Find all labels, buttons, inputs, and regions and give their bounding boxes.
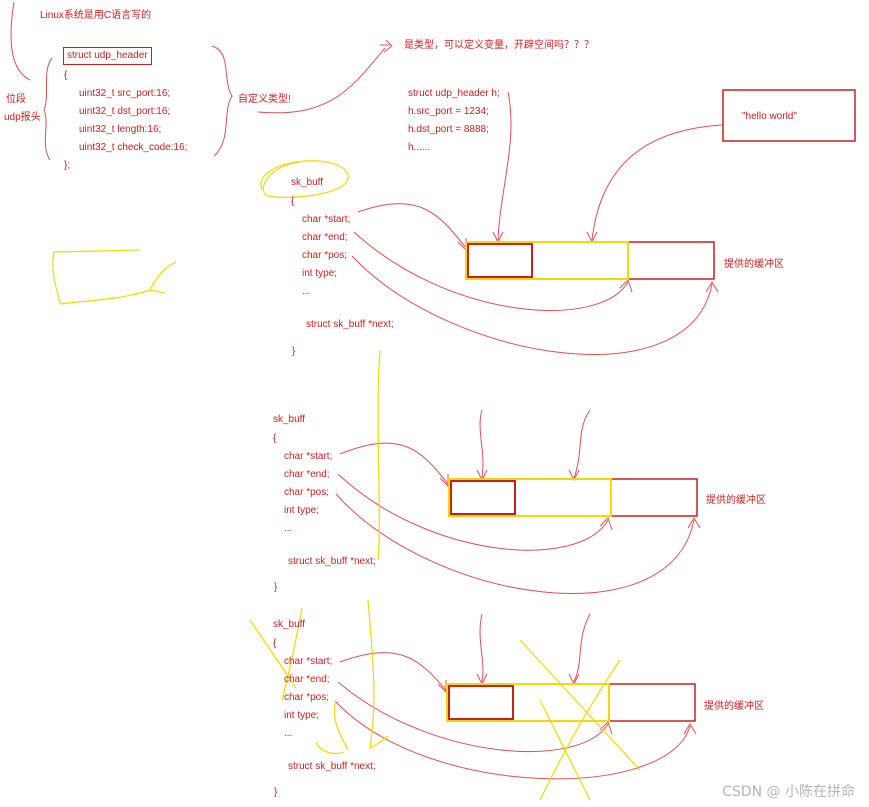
skbuff-3-close: } [274,787,278,798]
usage-line-4: h...... [408,142,431,153]
skbuff-1-start: char *start; [302,214,351,225]
udp-header-note: udp报头 [4,112,41,123]
buffer-2 [448,478,698,517]
hello-world-box [722,89,856,142]
skbuff-3-end: char *end; [284,674,330,685]
skbuff-2-start: char *start; [284,451,333,462]
skbuff-3-pos: char *pos; [284,692,330,703]
udp-field-check-code: uint32_t check_code:16; [79,142,188,153]
buffer-1 [465,241,715,280]
yellow-box-scribble [52,249,177,305]
skbuff-1-next: struct sk_buff *next; [306,319,394,330]
usage-line-2: h.src_port = 1234; [408,106,489,117]
skbuff-1-close: } [292,346,296,357]
buffer-3 [446,683,696,722]
skbuff-2-name: sk_buff [273,414,306,425]
question-note: 是类型，可以定义变量，开辟空间吗？？？ [404,40,594,51]
yellow-next-line-2 [367,599,389,749]
bitfield-note: 位段 [6,94,26,105]
skbuff-1-name: sk_buff [291,177,324,188]
buffer-3-label: 提供的缓冲区 [704,701,764,712]
bitfield-brace [43,57,53,161]
skbuff-2-next: struct sk_buff *next; [288,556,376,567]
skbuff-1-type: int type; [302,268,338,279]
udp-field-dst-port: uint32_t dst_port:16; [79,106,171,117]
yellow-next-line-1 [377,349,381,561]
struct-udp-header-title: struct udp_header [63,47,152,65]
udp-struct-open: { [64,70,68,81]
skbuff-2-end: char *end; [284,469,330,480]
skbuff-2-open: { [273,433,277,444]
udp-struct-close: }; [64,160,71,171]
left-edge-curve [10,1,31,81]
custom-type-note: 自定义类型! [238,94,291,105]
skbuff-2-type: int type; [284,505,320,516]
usage-line-1: struct udp_header h; [408,88,500,99]
skbuff-3-start: char *start; [284,656,333,667]
skbuff-3-open: { [273,638,277,649]
skbuff-1-pos: char *pos; [302,250,348,261]
skbuff-1-open: { [291,196,295,207]
custom-type-arrow [257,47,386,114]
skbuff-2-pos: char *pos; [284,487,330,498]
usage-line-3: h.dst_port = 8888; [408,124,489,135]
struct-brace-right [211,45,233,157]
skbuff-1-end: char *end; [302,232,348,243]
udp-field-length: uint32_t length:16; [79,124,162,135]
skbuff-3-ellipsis: ... [284,728,293,739]
skbuff-2-close: } [274,582,278,593]
skbuff-3-type: int type; [284,710,320,721]
skbuff-3-next: struct sk_buff *next; [288,761,376,772]
skbuff-2-ellipsis: ... [284,523,293,534]
hello-world-text: "hello world" [742,111,797,122]
udp-field-src-port: uint32_t src_port:16; [79,88,171,99]
linux-note: Linux系统是用C语言写的 [40,10,152,21]
buffer-2-label: 提供的缓冲区 [706,495,766,506]
csdn-watermark: CSDN @ 小陈在拼命 [722,784,855,800]
buffer-1-label: 提供的缓冲区 [724,259,784,270]
yellow-scribble-circle [260,160,349,198]
skbuff-1-ellipsis: ... [302,286,311,297]
skbuff-3-name: sk_buff [273,619,306,630]
